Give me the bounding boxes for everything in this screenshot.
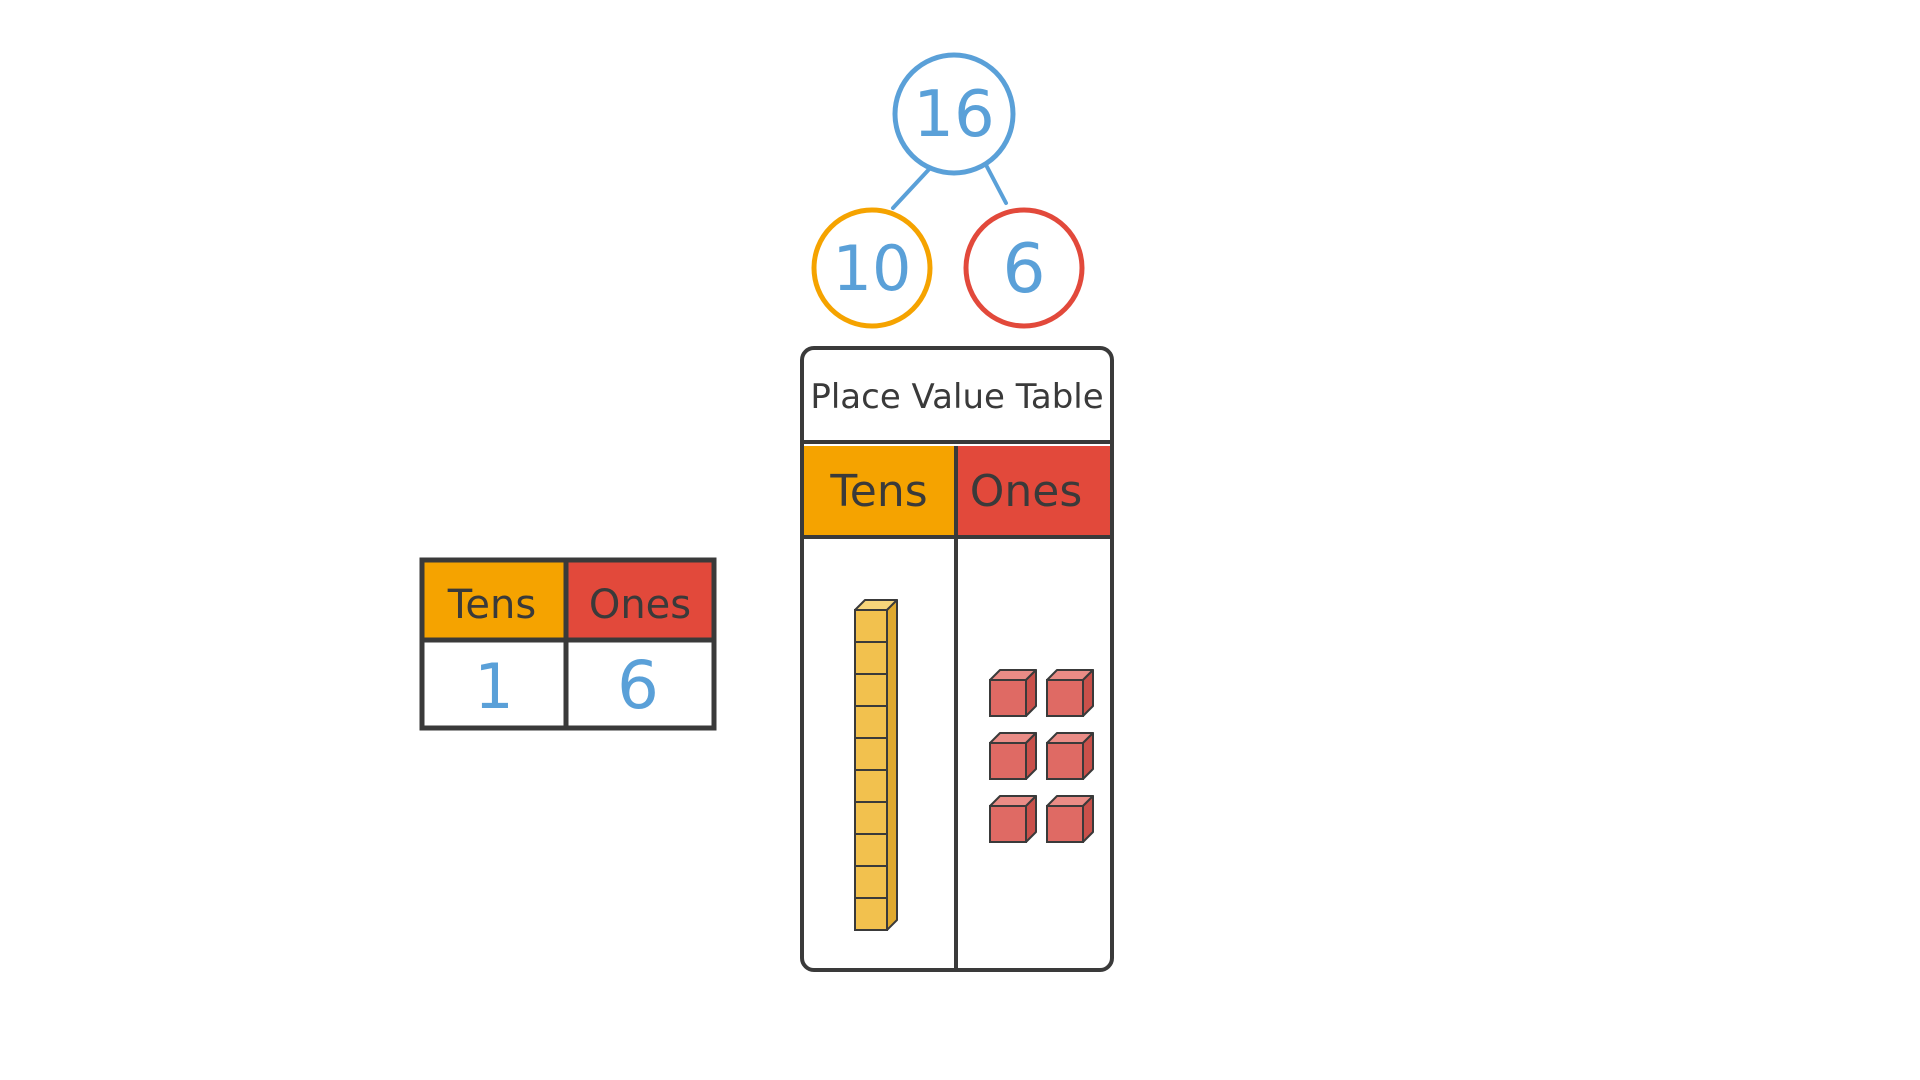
ten-rod-unit [854,609,888,643]
bond-ones-value: 6 [1002,230,1045,309]
unit-cube-front [1046,805,1084,843]
pvt-tens-header: Tens [829,466,927,517]
small-tens-header-cell [424,562,566,640]
place-value-table: Place Value Table Tens Ones [800,346,1114,972]
bond-whole-value: 16 [913,78,994,152]
ten-rod-unit [854,673,888,707]
unit-cube-icon [1046,669,1094,717]
ten-rod-unit [854,801,888,835]
pvt-ones-header: Ones [970,466,1083,517]
small-tens-value: 1 [474,650,513,723]
unit-cube-front [989,679,1027,717]
ten-rod-unit [854,737,888,771]
unit-cube-front [989,742,1027,780]
bond-whole-circle [892,52,1016,176]
number-bond: 16 10 6 [811,52,1085,329]
unit-cube-icon [989,732,1037,780]
unit-cube-front [1046,742,1084,780]
small-tens-header: Tens [447,582,536,628]
bond-tens-value: 10 [833,232,912,305]
unit-cube-icon [1046,795,1094,843]
pvt-ones-header-cell [957,446,1112,536]
unit-cube-icon [989,669,1037,717]
ten-rod-unit [854,865,888,899]
small-ones-header-cell [566,562,712,640]
bond-tens-circle [811,207,933,329]
ten-rod-icon [854,599,898,931]
ten-rod-unit [854,641,888,675]
pvt-title: Place Value Table [810,377,1103,417]
ten-rod-unit [854,833,888,867]
unit-cube-icon [1046,732,1094,780]
small-ones-value: 6 [617,647,659,724]
small-ones-header: Ones [589,582,691,628]
ten-rod-unit [854,897,888,931]
unit-cube-front [1046,679,1084,717]
bond-ones-circle [963,207,1085,329]
small-place-value-table: Tens Ones 1 6 [419,557,717,731]
bond-link-right [983,161,1008,205]
unit-cubes [989,669,1094,843]
ten-rod-unit [854,769,888,803]
ten-rod-unit [854,705,888,739]
unit-cube-icon [989,795,1037,843]
unit-cube-front [989,805,1027,843]
bond-link-left [891,163,935,210]
pvt-tens-header-cell [802,446,957,536]
ten-rod-side [886,599,898,931]
